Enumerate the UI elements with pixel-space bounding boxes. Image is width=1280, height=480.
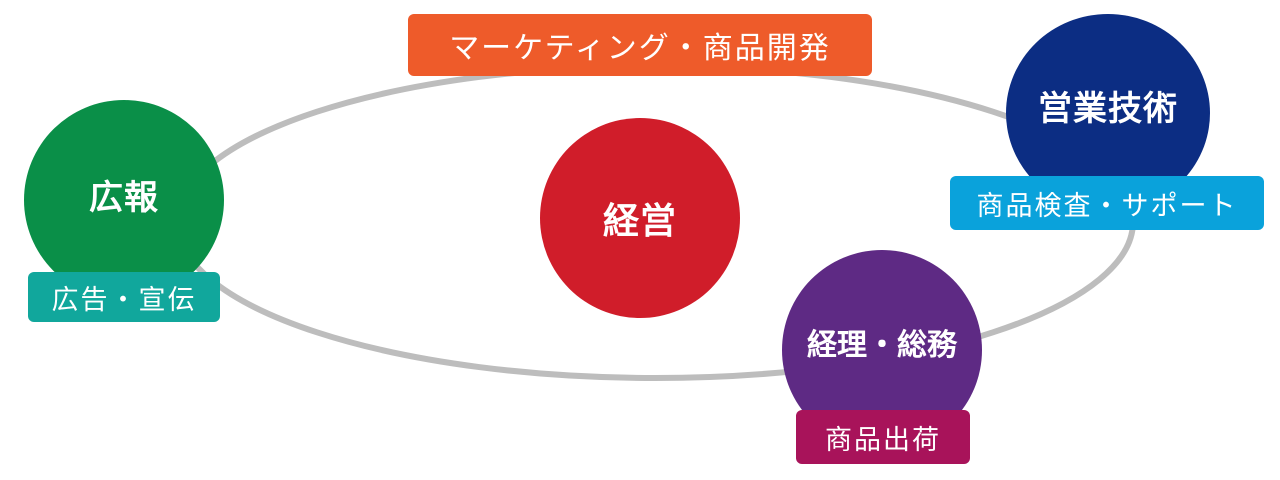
tag-marketing: マーケティング・商品開発 (408, 14, 872, 76)
tag-kouhou-label: 広告・宣伝 (51, 284, 197, 316)
center-node-label: 経営 (602, 201, 677, 242)
tag-marketing-label: マーケティング・商品開発 (449, 31, 831, 66)
tag-shouhin-shukka: 商品出荷 (796, 410, 970, 464)
node-kouhou-label: 広報 (89, 177, 159, 218)
node-eigyo-label: 営業技術 (1038, 88, 1178, 129)
node-keiri-label: 経理・総務 (807, 328, 957, 363)
tag-koukoku-senden: 広告・宣伝 (28, 272, 220, 322)
tag-keiri-label: 商品出荷 (825, 424, 941, 456)
center-node-keiei: 経営 (540, 118, 740, 318)
tag-eigyo-label: 商品検査・サポート (976, 190, 1238, 222)
node-kouhou: 広報 (24, 100, 224, 300)
tag-shouhin-kensa: 商品検査・サポート (950, 176, 1264, 230)
